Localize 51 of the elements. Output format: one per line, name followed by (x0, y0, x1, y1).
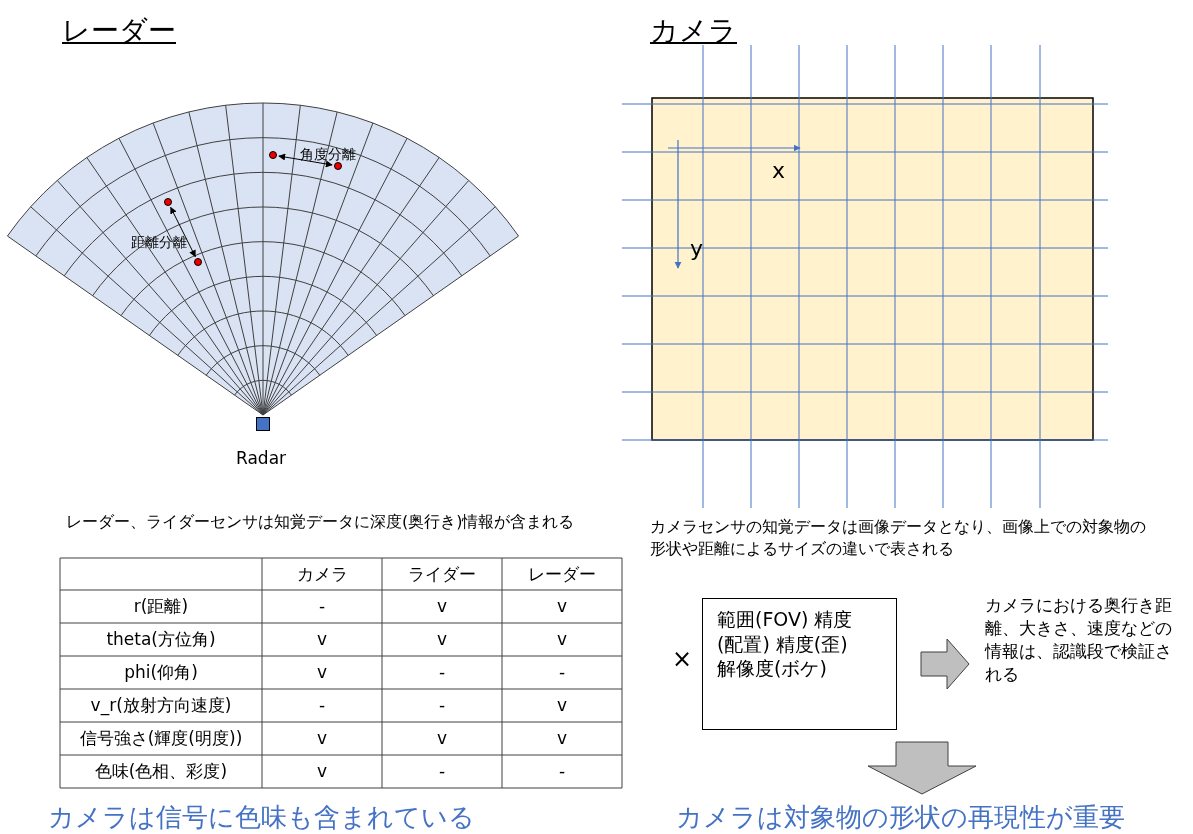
note-text: カメラセンサの知覚データは画像データとなり、画像上での対象物の形状や距離によるサイズの違いで表される (650, 516, 1147, 560)
column-header: レーダー (527, 563, 597, 586)
table-cell-text: - (437, 760, 447, 783)
row-header: r(距離) (132, 595, 190, 618)
sensor-caption: Radar (236, 448, 287, 468)
target-dot (194, 258, 202, 266)
block-arrow (867, 741, 977, 795)
arrow (170, 206, 196, 258)
row-header: v_r(放射方向速度) (89, 694, 233, 718)
multiply-sign: × (672, 645, 693, 673)
table-cell-text: - (557, 760, 567, 783)
row-header: phi(仰角) (123, 661, 199, 684)
edge-label: 角度分離 (300, 146, 356, 164)
table-cell-text: v (435, 595, 449, 618)
table-cell-text: - (317, 694, 327, 717)
table-cell-text: v (315, 727, 329, 750)
table-cell-text: - (437, 694, 447, 717)
factor-list: 範囲(FOV) 精度(配置) 精度(歪) 解像度(ボケ) (717, 607, 877, 682)
target-dot (164, 198, 172, 206)
result-text: カメラにおける奥行き距離、大きさ、速度などの情報は、認識段で検証される (985, 594, 1173, 686)
column-header: カメラ (295, 563, 349, 586)
table-cell-text: v (555, 628, 569, 651)
row-header: 色味(色相、彩度) (93, 760, 229, 783)
table-cell-text: v (555, 595, 569, 618)
note-text: レーダー、ライダーセンサは知覚データに深度(奥行き)情報が含まれる (66, 512, 575, 533)
radar-sensor-icon (256, 417, 270, 431)
conclusion-text: カメラは対象物の形状の再現性が重要 (676, 801, 1125, 834)
table-cell-text: v (315, 661, 329, 684)
target-dot (269, 151, 277, 159)
table-cell-text: v (555, 727, 569, 750)
factor-box (702, 598, 897, 730)
section-heading: レーダー (62, 13, 176, 49)
table-cell-text: v (435, 727, 449, 750)
table-cell-text: - (557, 661, 567, 684)
target-dot (334, 162, 342, 170)
block-arrow (920, 638, 970, 690)
axis-label: x (772, 158, 786, 183)
arrow (278, 153, 333, 168)
table-cell-text: - (317, 595, 327, 618)
edge-label: 距離分離 (131, 234, 187, 252)
table-cell-text: v (435, 628, 449, 651)
table-cell-text: v (315, 628, 329, 651)
row-header: theta(方位角) (105, 628, 217, 651)
conclusion-text: カメラは信号に色味も含まれている (48, 801, 475, 834)
table-cell-text: - (437, 661, 447, 684)
axis-label: y (690, 236, 704, 261)
section-heading: カメラ (650, 13, 737, 49)
column-header: ライダー (407, 563, 477, 586)
table-cell-text: v (555, 694, 569, 717)
row-header: 信号強さ(輝度(明度)) (78, 727, 244, 750)
table-cell-text: v (315, 760, 329, 783)
